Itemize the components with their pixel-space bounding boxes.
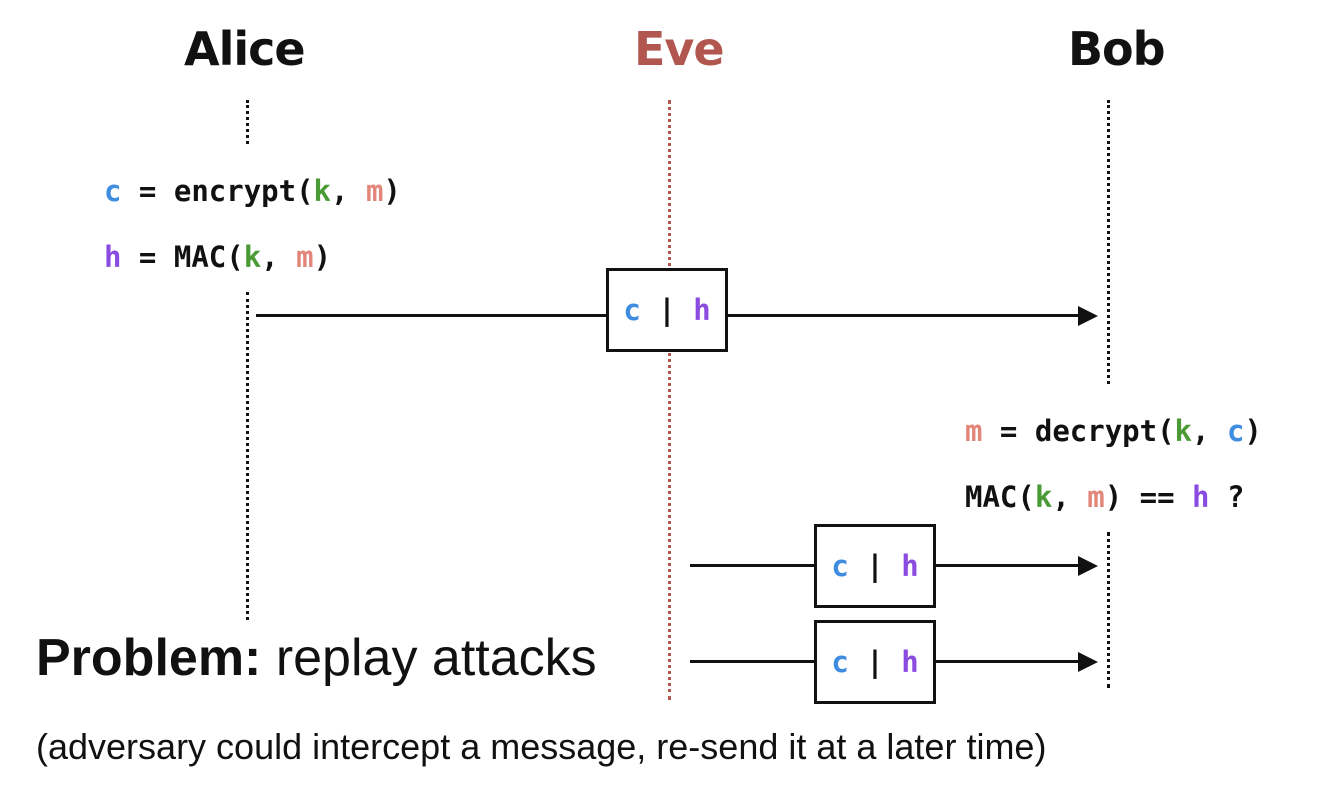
c-var: c [1226,414,1245,448]
packet: c | h [606,268,728,352]
alice-lifeline-top [246,100,249,144]
replayed-packet: c | h [814,620,936,704]
bob-lifeline-bottom [1107,532,1110,688]
h-var: h [104,240,122,274]
eve-label: Eve [634,22,725,76]
m-var: m [1087,480,1105,514]
arrowhead-icon [1078,306,1098,326]
problem-statement: Problem: replay attacks [36,628,597,688]
problem-text: replay attacks [261,629,597,687]
alice-lifeline [246,292,249,620]
problem-label: Problem: [36,629,262,687]
alice-label: Alice [184,22,306,76]
h-var: h [1192,480,1210,514]
k-var: k [1174,414,1193,448]
replayed-packet: c | h [814,524,936,608]
problem-note: (adversary could intercept a message, re… [36,726,1047,767]
c-var: c [104,174,122,208]
bob-lifeline-top [1107,100,1110,384]
m-var: m [365,174,384,208]
m-var: m [965,414,983,448]
bob-label: Bob [1068,22,1166,76]
m-var: m [296,240,314,274]
k-var: k [243,240,262,274]
arrowhead-icon [1078,652,1098,672]
mac-statement: h = MAC(k, m) [104,240,332,274]
encrypt-statement: c = encrypt(k, m) [104,174,401,208]
mac-check-statement: MAC(k, m) == h ? [965,480,1245,514]
k-var: k [313,174,332,208]
eve-lifeline [668,100,671,700]
decrypt-statement: m = decrypt(k, c) [965,414,1262,448]
arrowhead-icon [1078,556,1098,576]
k-var: k [1034,480,1053,514]
